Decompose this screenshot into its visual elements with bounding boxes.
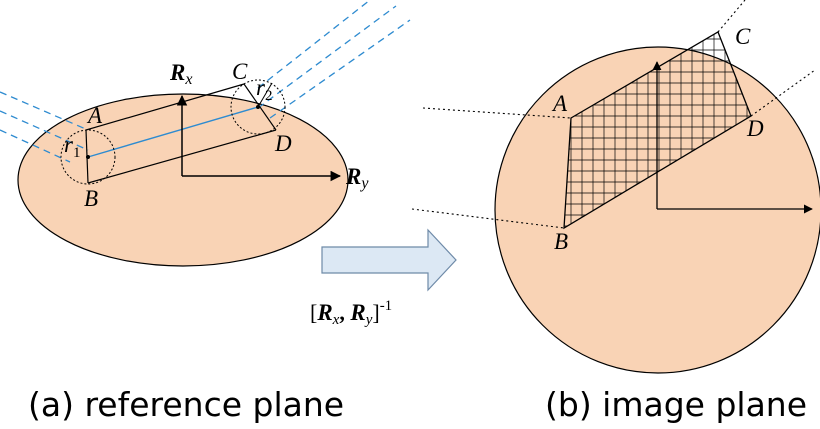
reference-corner-c: C	[232, 59, 248, 84]
image-corner-b: B	[554, 229, 568, 254]
axis-ry-label: Ry	[345, 164, 369, 192]
beam-lines	[0, 0, 411, 163]
reference-corner-d: D	[274, 131, 292, 156]
transform-arrow	[321, 228, 457, 292]
radius2-circle	[230, 79, 286, 135]
transform-arrow-group: [Rx, Ry]-1	[310, 228, 457, 328]
radius1-label: r1	[64, 132, 80, 161]
reference-plane-panel: Rx Ry A B C D r1 r2 (a) reference plane	[0, 0, 411, 424]
image-disk	[494, 46, 820, 374]
radius2-label: r2	[256, 75, 272, 104]
radius1-center-dot	[86, 155, 90, 159]
reference-corner-b: B	[84, 186, 98, 211]
image-corner-d: D	[746, 116, 764, 141]
axis-rx-label: Rx	[169, 60, 192, 88]
image-corner-c: C	[735, 24, 751, 49]
radius2-tick	[257, 82, 273, 108]
image-guide-lines	[411, 0, 816, 229]
transform-label: [Rx, Ry]-1	[310, 298, 392, 328]
radius1-circle	[60, 129, 116, 185]
reference-caption: (a) reference plane	[28, 385, 344, 424]
image-quadrilateral	[563, 31, 752, 230]
beam-center-line	[87, 106, 259, 158]
image-caption: (b) image plane	[545, 385, 807, 424]
image-corner-a: A	[551, 91, 568, 116]
reference-corner-a: A	[86, 103, 103, 128]
reference-ellipse	[17, 93, 349, 267]
image-plane-panel: A B C D (b) image plane	[411, 0, 820, 424]
